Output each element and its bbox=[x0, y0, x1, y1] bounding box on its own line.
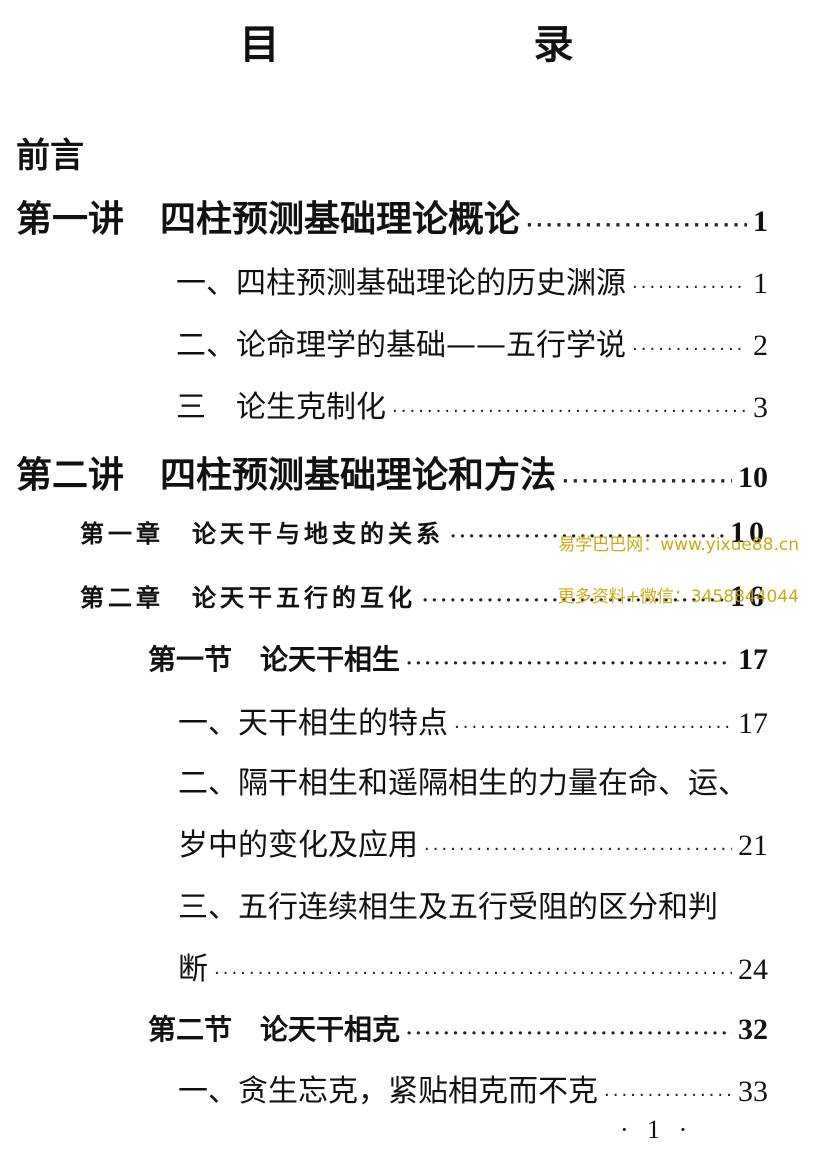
leader-dots bbox=[632, 339, 747, 360]
toc-entry-chapter-2: 第二章 论天干五行的互化 16 bbox=[80, 578, 768, 614]
toc-page-number: 24 bbox=[738, 953, 768, 986]
toc-page-number: 33 bbox=[738, 1075, 768, 1108]
leader-dots bbox=[562, 471, 732, 492]
toc-entry-label: 一、天干相生的特点 bbox=[178, 706, 448, 741]
leader-dots bbox=[406, 653, 732, 674]
toc-page-number: 10 bbox=[730, 516, 768, 549]
preface-entry: 前言 bbox=[16, 136, 84, 176]
toc-entry-label: 三 论生克制化 bbox=[176, 390, 386, 425]
toc-entry-label: 一、贪生忘克，紧贴相克而不克 bbox=[178, 1074, 598, 1109]
page-number-footer: · 1 · bbox=[620, 1115, 694, 1144]
toc-entry-label: 断 bbox=[178, 952, 208, 987]
leader-dots bbox=[632, 277, 747, 298]
toc-entry-section: 岁中的变化及应用 21 bbox=[178, 820, 768, 864]
toc-page-number: 32 bbox=[738, 1013, 768, 1046]
toc-entry-node-1: 第一节 论天干相生 17 bbox=[148, 638, 768, 678]
toc-entry-section-wrapped-line: 三、五行连续相生及五行受阻的区分和判 bbox=[178, 890, 718, 925]
toc-entry-label: 一、四柱预测基础理论的历史渊源 bbox=[176, 266, 626, 301]
toc-page-number: 17 bbox=[738, 643, 768, 676]
toc-page-number: 17 bbox=[738, 707, 768, 740]
toc-entry-section: 断 24 bbox=[178, 944, 768, 988]
leader-dots bbox=[392, 401, 747, 422]
toc-entry-label: 第二节 论天干相克 bbox=[148, 1013, 401, 1046]
toc-entry-section: 一、贪生忘克，紧贴相克而不克 33 bbox=[178, 1066, 768, 1110]
leader-dots bbox=[604, 1085, 732, 1106]
toc-entry-label: 二、论命理学的基础——五行学说 bbox=[176, 328, 626, 363]
toc-entry-section-wrapped-line: 二、隔干相生和遥隔相生的力量在命、运、 bbox=[178, 766, 748, 801]
toc-page-number: 2 bbox=[753, 329, 768, 362]
leader-dots bbox=[454, 717, 732, 738]
toc-entry-label: 第一章 论天干与地支的关系 bbox=[80, 519, 444, 548]
toc-entry-section: 一、天干相生的特点 17 bbox=[178, 698, 768, 742]
page-title: 目 录 bbox=[239, 22, 694, 68]
toc-page-number: 1 bbox=[753, 267, 768, 300]
toc-entry-lecture-2: 第二讲 四柱预测基础理论和方法 10 bbox=[16, 446, 768, 498]
watermark-line-2: 更多资料+微信：3458844044 bbox=[557, 587, 799, 607]
toc-entry-label: 第二章 论天干五行的互化 bbox=[80, 583, 416, 612]
toc-entry-lecture-1: 第一讲 四柱预测基础理论概论 1 bbox=[16, 190, 768, 242]
toc-page-number: 3 bbox=[753, 391, 768, 424]
toc-entry-label: 岁中的变化及应用 bbox=[178, 828, 418, 863]
toc-entry-label: 第一讲 四柱预测基础理论概论 bbox=[16, 199, 521, 240]
leader-dots bbox=[424, 839, 732, 860]
toc-entry-node-2: 第二节 论天干相克 32 bbox=[148, 1008, 768, 1048]
toc-page-number: 21 bbox=[738, 829, 768, 862]
leader-dots bbox=[406, 1023, 732, 1044]
toc-entry-section: 三 论生克制化 3 bbox=[176, 382, 768, 426]
toc-entry-label: 第一节 论天干相生 bbox=[148, 643, 401, 676]
leader-dots bbox=[526, 215, 747, 236]
toc-entry-section: 一、四柱预测基础理论的历史渊源 1 bbox=[176, 258, 768, 302]
toc-page-number: 16 bbox=[730, 580, 768, 613]
toc-page-number: 10 bbox=[738, 461, 768, 494]
watermark-line-1: 易学巴巴网：www.yixue88.cn bbox=[558, 535, 799, 555]
toc-entry-chapter-1: 第一章 论天干与地支的关系 10 bbox=[80, 514, 768, 550]
toc-entry-label: 第二讲 四柱预测基础理论和方法 bbox=[16, 455, 557, 496]
leader-dots bbox=[214, 963, 732, 984]
toc-entry-section: 二、论命理学的基础——五行学说 2 bbox=[176, 320, 768, 364]
toc-page-number: 1 bbox=[753, 205, 768, 238]
